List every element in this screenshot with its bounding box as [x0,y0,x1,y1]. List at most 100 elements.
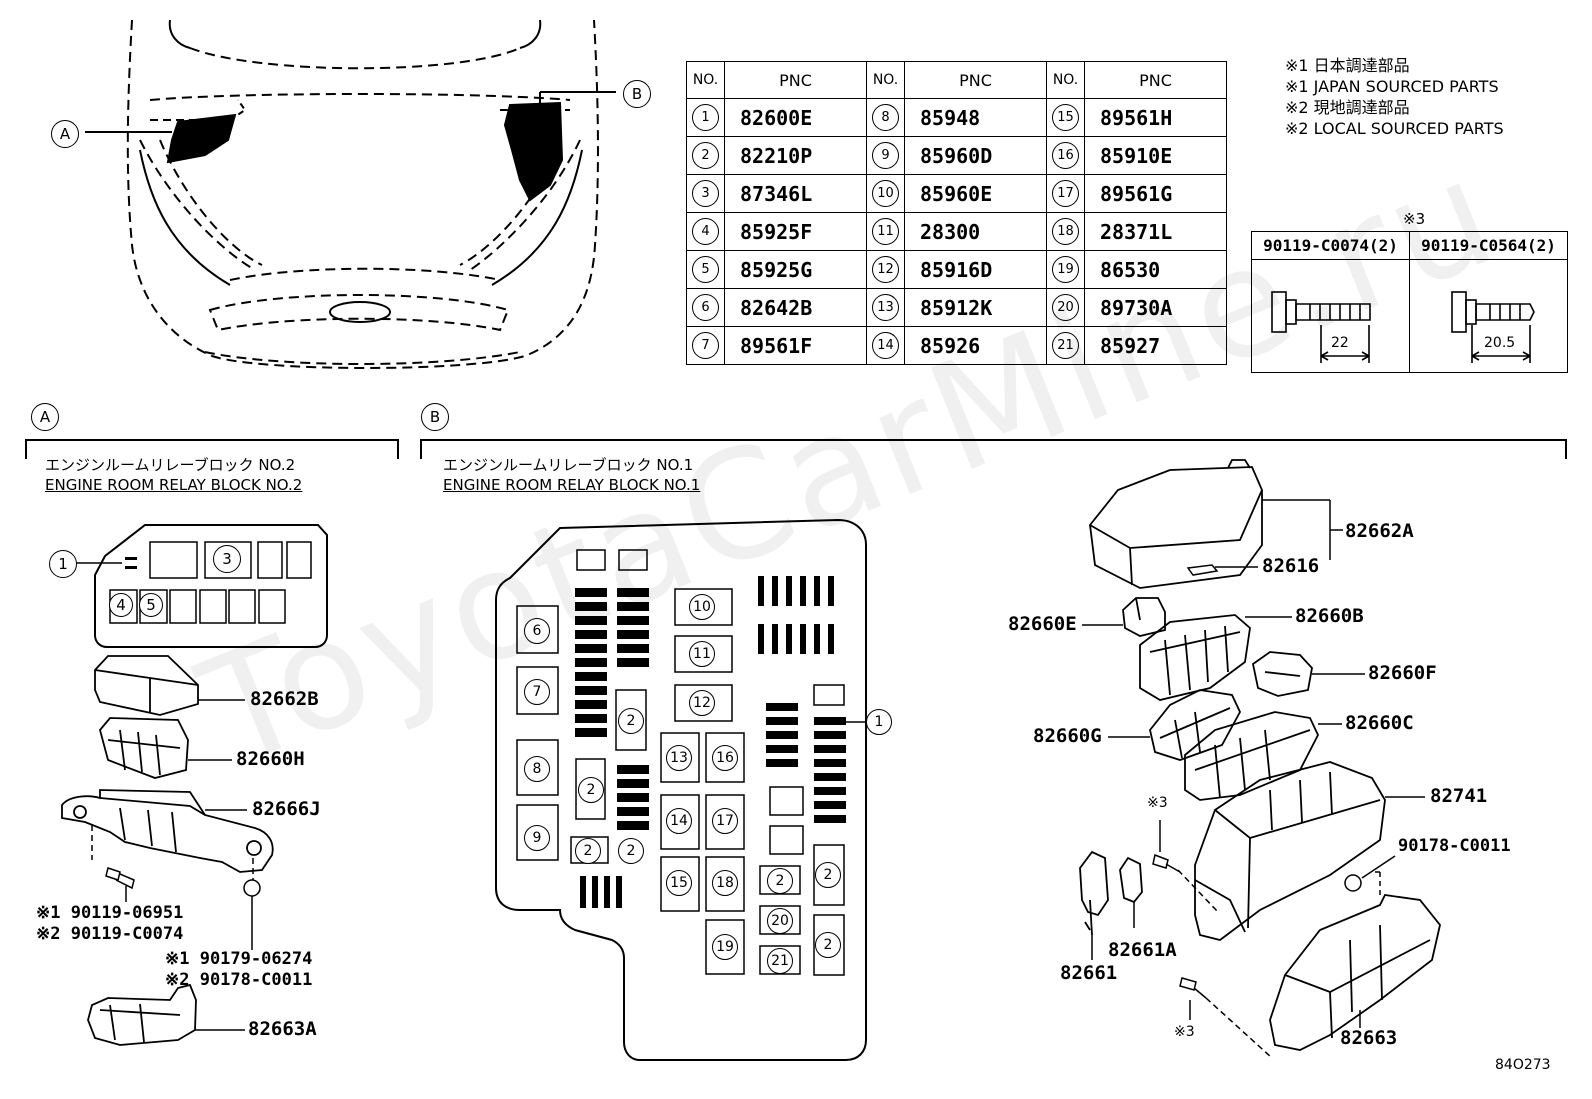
header-no: NO. [866,61,905,99]
pnc-no-badge: 11 [872,218,899,245]
bolt-col1-label: 90119-C0074(2) [1251,231,1410,260]
section-b-title-jp: エンジンルームリレーブロック NO.1 [443,456,694,474]
part-90119-06951: ※1 90119-06951 [36,903,184,923]
header-pnc: PNC [904,61,1047,99]
pnc-value-cell: 87346L [724,174,867,213]
pnc-no-cell: 21 [1046,326,1085,365]
position-badge: 14 [666,808,692,834]
pnc-no-badge: 19 [1052,256,1079,283]
bolt-dim-2: 20.5 [1484,335,1516,351]
pnc-no-cell: 11 [866,212,905,251]
connector-82660F [1251,651,1313,697]
part-82661A: 82661A [1108,939,1177,961]
pnc-value-cell: 85925G [724,250,867,289]
box-82741 [1194,761,1386,941]
position-badge: 20 [767,908,793,934]
pnc-value-cell: 89561H [1084,98,1227,137]
position-badge: 1 [49,550,77,578]
part-90179-06274: ※1 90179-06274 [165,949,313,969]
position-badge: 19 [712,934,738,960]
pnc-value-cell: 85916D [904,250,1047,289]
callout-a-badge: A [51,120,79,148]
part-82663A: 82663A [248,1018,317,1040]
pnc-no-cell: 15 [1046,98,1085,137]
part-82660F: 82660F [1368,662,1437,684]
pnc-value-cell: 85948 [904,98,1047,137]
part-82661A [1119,856,1143,904]
bolt-b-top [1152,820,1219,913]
position-badge: 15 [666,870,692,896]
pnc-no-badge: 13 [872,294,899,321]
section-b-badge: B [421,403,449,431]
fuse-strips [575,576,846,908]
position-badge: 1 [866,709,892,735]
pnc-no-badge: 21 [1052,332,1079,359]
pnc-no-cell: 10 [866,174,905,213]
frame-82660C [1184,711,1320,801]
section-b-title: エンジンルームリレーブロック NO.1 ENGINE ROOM RELAY BL… [443,455,700,495]
pnc-no-cell: 6 [686,288,725,327]
pnc-no-cell: 4 [686,212,725,251]
pnc-no-cell: 16 [1046,136,1085,175]
pnc-no-badge: 7 [692,332,719,359]
pnc-value-cell: 85927 [1084,326,1227,365]
pnc-value-cell: 85960D [904,136,1047,175]
pnc-value-cell: 85910E [1084,136,1227,175]
pnc-no-badge: 12 [872,256,899,283]
pnc-value-cell: 82642B [724,288,867,327]
pnc-no-cell: 19 [1046,250,1085,289]
pnc-no-cell: 12 [866,250,905,289]
pnc-no-cell: 3 [686,174,725,213]
pnc-no-badge: 3 [692,180,719,207]
part-82741: 82741 [1430,785,1488,807]
pnc-no-badge: 17 [1052,180,1079,207]
lower-case-82663 [1269,894,1441,1051]
pnc-no-badge: 18 [1052,218,1079,245]
cover-82662A [1089,459,1263,589]
pnc-no-cell: 14 [866,326,905,365]
pnc-no-cell: 2 [686,136,725,175]
header-pnc: PNC [724,61,867,99]
pnc-table-header: NO. PNC NO. PNC NO. PNC [686,61,1227,99]
relay-block-no2-outline [94,524,328,648]
position-badge: 2 [815,932,841,958]
header-no: NO. [1046,61,1085,99]
frame-82660H [99,717,232,779]
pnc-no-cell: 13 [866,288,905,327]
mark-3-bottom: ※3 [1174,1024,1195,1040]
pnc-no-badge: 4 [692,218,719,245]
note-japan-jp: ※1 日本調達部品 [1285,56,1410,75]
section-a-title: エンジンルームリレーブロック NO.2 ENGINE ROOM RELAY BL… [45,455,302,495]
frame-82660G [1149,689,1242,761]
part-82662B: 82662B [250,688,319,710]
nut-a [243,879,261,897]
position-badge: 6 [524,618,550,644]
part-90178-C0011-a: ※2 90178-C0011 [165,970,313,990]
pnc-no-badge: 6 [692,294,719,321]
block-a-highlight [166,113,237,164]
pnc-no-cell: 18 [1046,212,1085,251]
position-badge: 13 [666,745,692,771]
position-badge: 2 [618,708,644,734]
block-b-highlight [503,101,564,202]
position-badge: 18 [712,870,738,896]
position-badge: 10 [689,594,715,620]
pnc-value-cell: 28371L [1084,212,1227,251]
pnc-no-badge: 14 [872,332,899,359]
case-82666J [61,789,274,873]
pnc-no-cell: 5 [686,250,725,289]
part-90178-C0011-b: 90178-C0011 [1398,836,1511,856]
lower-cover-82663A [87,983,245,1046]
pnc-no-cell: 8 [866,98,905,137]
pnc-no-cell: 20 [1046,288,1085,327]
position-badge: 21 [767,948,793,974]
pnc-value-cell: 89730A [1084,288,1227,327]
position-badge: 16 [712,745,738,771]
